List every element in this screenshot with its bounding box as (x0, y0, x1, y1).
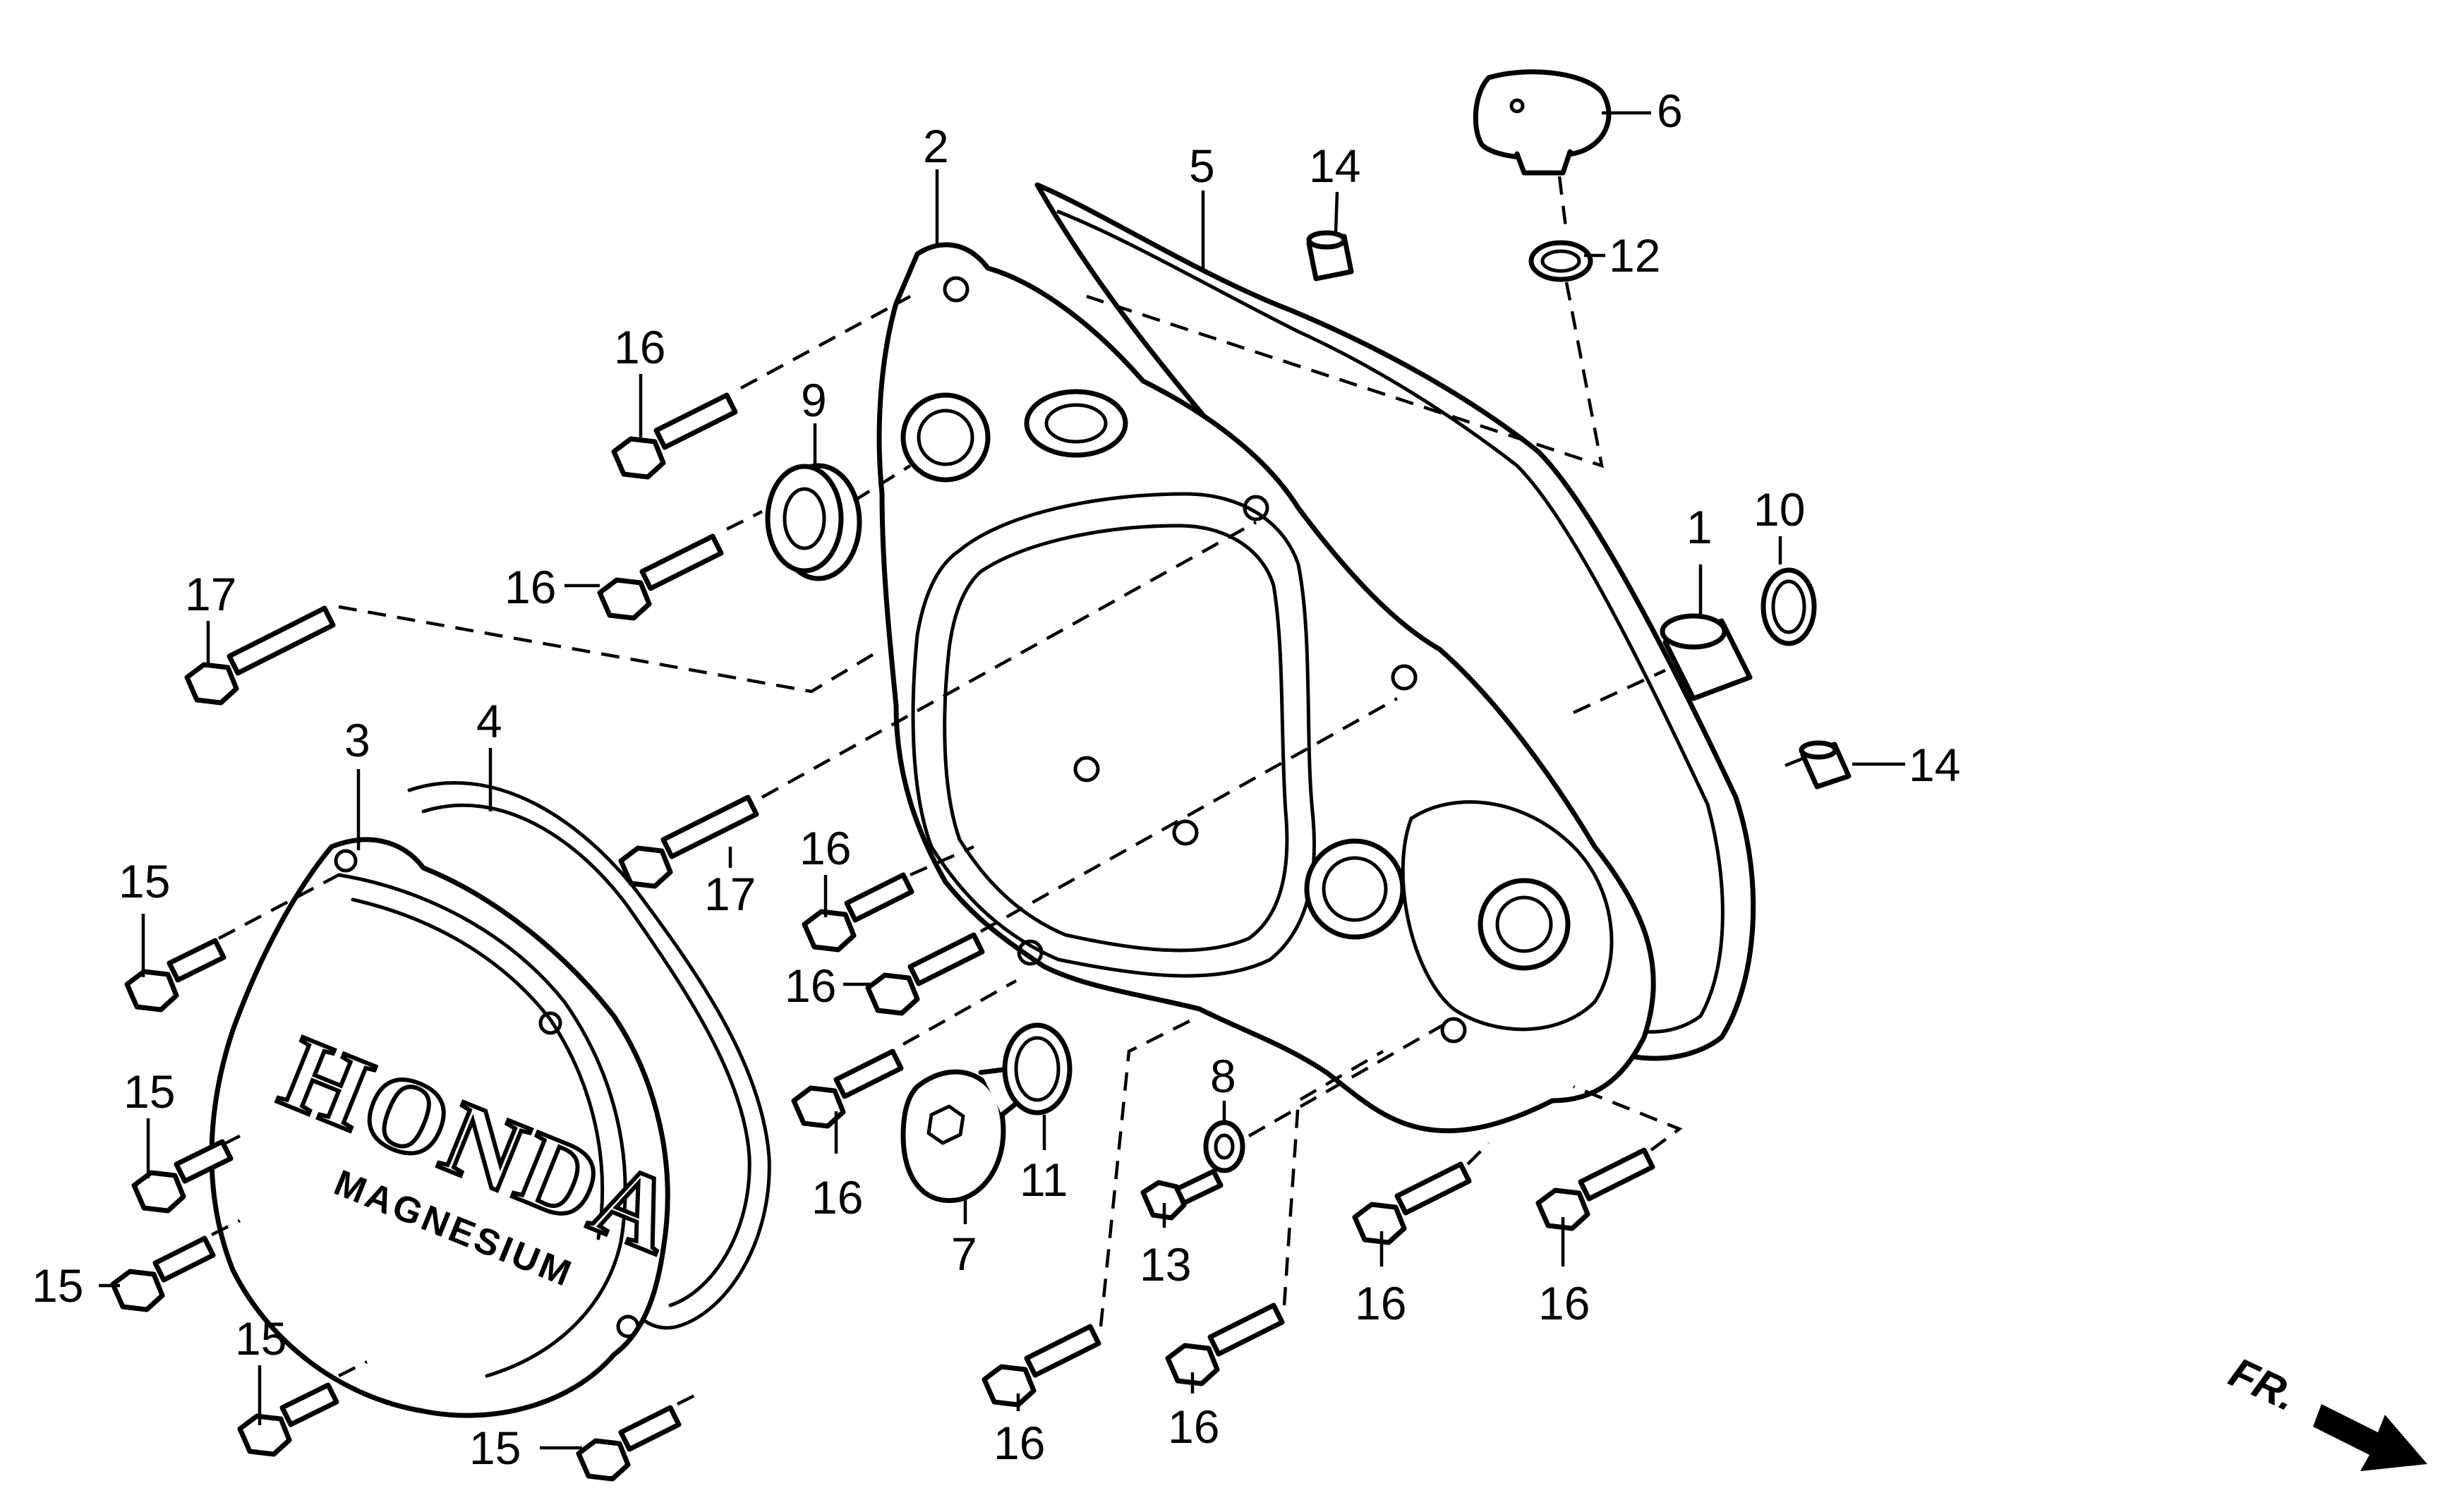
sealing-washer-8-inner (1214, 1133, 1235, 1160)
bearing-bore-upper (900, 392, 991, 483)
water-pump-housing (1401, 800, 1614, 1032)
cover-3-lug (538, 1011, 562, 1035)
callout-6: 6 (1657, 85, 1683, 137)
oil-seal-9 (765, 463, 862, 581)
crankcase-cover-2 (876, 242, 1656, 1134)
dowel-pin-14-right (1799, 740, 1852, 790)
bolt-13 (1140, 1168, 1224, 1221)
callout-15: 15 (469, 1422, 521, 1474)
bearing-bore-lower-inner (1322, 856, 1388, 922)
bolts-group (110, 392, 1655, 1482)
callout-4: 4 (476, 695, 502, 747)
bolt-15 (110, 1235, 216, 1312)
clutch-cover-3 (209, 837, 670, 1418)
oil-filler-boss-inner (1044, 403, 1108, 444)
callout-16: 16 (785, 960, 836, 1012)
cover-lug (1243, 495, 1269, 521)
bolt-16 (982, 1324, 1101, 1408)
front-direction-label: FR. (2223, 1348, 2305, 1420)
water-pump-bore (1478, 878, 1571, 971)
bolt-16 (1165, 1302, 1285, 1386)
front-direction-indicator: FR. (2223, 1348, 2427, 1471)
cover-2-gasket-face-inner (943, 524, 1289, 953)
cover-lug (1440, 1017, 1467, 1044)
o-ring-12 (1528, 240, 1593, 282)
callout-3: 3 (344, 714, 370, 766)
clutch-cover-3-rim (337, 873, 627, 1378)
cover-3-lug (334, 849, 358, 873)
oil-filler-boss (1024, 389, 1128, 458)
callout-numbers: 1 2 3 4 5 6 7 8 9 10 11 12 13 14 14 15 1… (32, 85, 1960, 1474)
bolt-16 (1352, 1161, 1472, 1245)
callout-13: 13 (1140, 1238, 1191, 1291)
callout-17: 17 (704, 868, 756, 920)
cover-3-lug (616, 1314, 640, 1338)
water-pump-bore-inner (1495, 895, 1553, 953)
callout-16: 16 (1168, 1401, 1219, 1453)
callout-5: 5 (1189, 140, 1215, 192)
bearing-bore-lower (1304, 838, 1406, 940)
callout-8: 8 (1210, 1050, 1236, 1102)
callout-16: 16 (1355, 1277, 1406, 1329)
bolt-16 (865, 932, 985, 1016)
gasket-4-inner (421, 803, 751, 1307)
callout-16: 16 (994, 1417, 1045, 1469)
bolt-15 (237, 1382, 339, 1457)
callout-14: 14 (1309, 140, 1360, 192)
oil-filler-cap-dot (1509, 98, 1525, 114)
front-direction-arrow-icon (2313, 1404, 2427, 1471)
bolt-16 (802, 872, 914, 953)
cover-lug (1017, 939, 1044, 966)
o-ring-10-inner (1771, 579, 1806, 634)
callout-15: 15 (119, 855, 170, 907)
callout-15: 15 (123, 1065, 175, 1118)
bolt-16 (597, 533, 724, 621)
callout-16: 16 (799, 822, 851, 874)
oil-filler-cap-6-stem (1514, 149, 1573, 176)
bolt-17 (184, 605, 336, 706)
bearing-bore-upper-inner (917, 409, 974, 466)
bolt-16 (1535, 1147, 1655, 1231)
o-ring-12-inner (1540, 249, 1581, 273)
callout-2: 2 (923, 120, 949, 172)
cover-lug (1391, 664, 1418, 691)
clutch-cover-3-rim-inner (351, 897, 605, 1240)
drain-plug-hex (926, 1104, 965, 1145)
assembly-lines (210, 176, 1804, 1406)
bolt-16 (791, 1048, 904, 1129)
bolt-16 (611, 392, 738, 480)
cover-lug (1073, 756, 1100, 782)
callout-12: 12 (1609, 229, 1660, 282)
callout-16: 16 (614, 321, 665, 373)
collar-1 (1660, 613, 1753, 701)
cover-lug (1172, 819, 1199, 846)
callout-16: 16 (505, 561, 556, 613)
callout-1: 1 (1686, 501, 1713, 553)
sealing-washer-11-inner (1014, 1036, 1061, 1102)
sealing-washer-8 (1203, 1120, 1245, 1173)
callout-17: 17 (185, 568, 236, 620)
bolt-15 (131, 1139, 234, 1214)
gasket-4 (407, 781, 771, 1330)
bolt-15 (124, 938, 227, 1013)
callout-9: 9 (801, 374, 827, 426)
gasket-5-inner (1056, 210, 1725, 1034)
callout-7: 7 (951, 1228, 977, 1280)
oil-filler-cap-6 (1473, 69, 1612, 161)
callout-14: 14 (1909, 739, 1960, 791)
callout-leaders (99, 111, 1905, 1450)
bolt-17 (618, 794, 759, 889)
callout-16: 16 (811, 1171, 863, 1223)
dowel-pin-14-top (1306, 230, 1354, 282)
callout-16: 16 (1538, 1277, 1590, 1329)
cover-2-gasket-face (911, 492, 1316, 978)
callout-11: 11 (1020, 1154, 1068, 1206)
cover-lug (943, 276, 970, 303)
callout-15: 15 (32, 1259, 83, 1312)
callout-15: 15 (235, 1312, 286, 1365)
callout-10: 10 (1753, 483, 1805, 536)
bolt-15 (576, 1405, 682, 1482)
